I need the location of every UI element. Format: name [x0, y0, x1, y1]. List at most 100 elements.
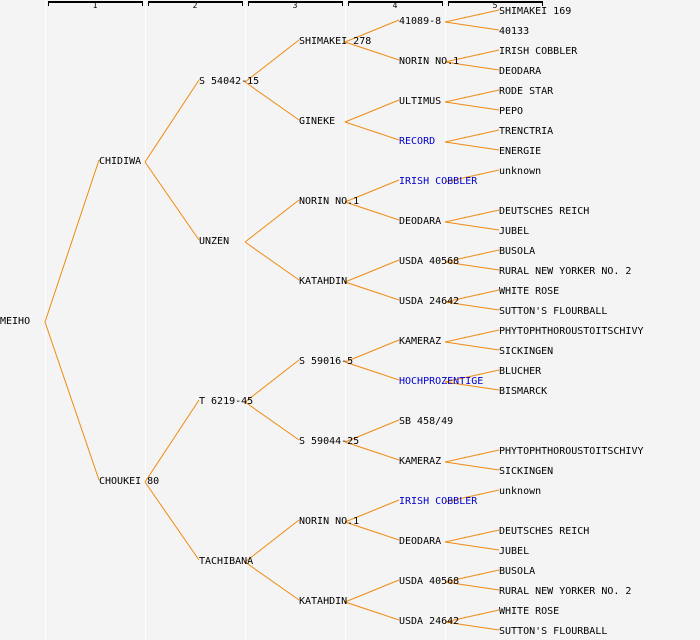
- pedigree-edge: [344, 179, 400, 203]
- pedigree-edge: [444, 489, 500, 503]
- pedigree-node: KATAHDIN: [299, 276, 348, 287]
- pedigree-node: unknown: [499, 486, 542, 497]
- pedigree-edge: [44, 321, 100, 481]
- pedigree-node: GINEKE: [299, 116, 336, 127]
- column-separator: [245, 0, 246, 640]
- pedigree-node: SUTTON'S FLOURBALL: [499, 626, 608, 637]
- pedigree-node: MEIHO: [0, 316, 31, 327]
- pedigree-edge: [344, 361, 400, 381]
- pedigree-node: NORIN NO.1: [399, 56, 460, 67]
- generation-header-bracket: [48, 1, 143, 6]
- pedigree-node: DEUTSCHES REICH: [499, 206, 590, 217]
- pedigree-node: RURAL NEW YORKER NO. 2: [499, 266, 632, 277]
- pedigree-node: S 54042-15: [199, 76, 260, 87]
- pedigree-edge: [444, 61, 500, 71]
- pedigree-node: S 59016-5: [299, 356, 354, 367]
- pedigree-node: DEUTSCHES REICH: [499, 526, 590, 537]
- pedigree-node: ENERGIE: [499, 146, 542, 157]
- pedigree-edge: [444, 9, 500, 23]
- pedigree-node-link[interactable]: HOCHPROZENTIGE: [399, 376, 484, 387]
- pedigree-edge: [344, 19, 400, 43]
- pedigree-edge: [344, 201, 400, 221]
- pedigree-edge: [344, 579, 400, 603]
- generation-header-bracket: [348, 1, 443, 6]
- pedigree-edge: [444, 569, 500, 583]
- pedigree-edge: [444, 21, 500, 31]
- pedigree-edge: [444, 221, 500, 231]
- pedigree-edge: [344, 41, 400, 61]
- pedigree-node: PHYTOPHTHOROUSTOITSCHIVY: [499, 326, 644, 337]
- pedigree-node: SB 458/49: [399, 416, 454, 427]
- pedigree-edge: [44, 159, 100, 323]
- pedigree-node: SICKINGEN: [499, 346, 554, 357]
- pedigree-node: UNZEN: [199, 236, 230, 247]
- pedigree-node: JUBEL: [499, 226, 530, 237]
- pedigree-node: RODE STAR: [499, 86, 554, 97]
- pedigree-node: PHYTOPHTHOROUSTOITSCHIVY: [499, 446, 644, 457]
- generation-header-label: 5: [492, 1, 498, 10]
- pedigree-edge: [344, 99, 400, 123]
- pedigree-node: BLUCHER: [499, 366, 542, 377]
- pedigree-edge: [444, 249, 500, 263]
- pedigree-edge: [444, 369, 500, 383]
- generation-header-label: 2: [192, 1, 198, 10]
- pedigree-node: BISMARCK: [499, 386, 548, 397]
- pedigree-edge: [444, 169, 500, 183]
- pedigree-edge: [244, 401, 300, 441]
- pedigree-node: CHIDIWA: [99, 156, 142, 167]
- pedigree-edge: [344, 441, 400, 461]
- pedigree-edge: [344, 281, 400, 301]
- pedigree-node-link[interactable]: IRISH COBBLER: [399, 496, 478, 507]
- pedigree-node: BUSOLA: [499, 246, 536, 257]
- pedigree-node: IRISH COBBLER: [499, 46, 578, 57]
- pedigree-node-link[interactable]: RECORD: [399, 136, 436, 147]
- pedigree-node: NORIN NO.1: [299, 516, 360, 527]
- pedigree-edge: [444, 541, 500, 551]
- pedigree-edge: [244, 519, 300, 563]
- generation-header-label: 4: [392, 1, 398, 10]
- pedigree-node: DEODARA: [399, 216, 442, 227]
- generation-header-bracket: [248, 1, 343, 6]
- pedigree-node: USDA 24642: [399, 616, 460, 627]
- pedigree-node: USDA 40568: [399, 576, 460, 587]
- pedigree-edge: [344, 601, 400, 621]
- pedigree-edge: [344, 259, 400, 283]
- pedigree-node: CHOUKEI 80: [99, 476, 160, 487]
- column-separator: [145, 0, 146, 640]
- pedigree-edge: [444, 261, 500, 271]
- pedigree-edge: [444, 89, 500, 103]
- pedigree-edge: [444, 129, 500, 143]
- pedigree-node: KATAHDIN: [299, 596, 348, 607]
- pedigree-edge: [144, 161, 200, 241]
- pedigree-node: TRENCTRIA: [499, 126, 554, 137]
- pedigree-edge: [444, 141, 500, 151]
- pedigree-node: WHITE ROSE: [499, 286, 560, 297]
- pedigree-edge: [444, 301, 500, 311]
- pedigree-edge: [444, 101, 500, 111]
- pedigree-edge: [444, 609, 500, 623]
- pedigree-node: ULTIMUS: [399, 96, 442, 107]
- pedigree-edge: [444, 49, 500, 63]
- pedigree-node: T 6219-45: [199, 396, 254, 407]
- pedigree-edge: [444, 209, 500, 223]
- pedigree-edge: [344, 419, 400, 443]
- pedigree-node: USDA 40568: [399, 256, 460, 267]
- pedigree-node-link[interactable]: IRISH COBBLER: [399, 176, 478, 187]
- pedigree-node: DEODARA: [499, 66, 542, 77]
- pedigree-node: SUTTON'S FLOURBALL: [499, 306, 608, 317]
- pedigree-edge: [244, 561, 300, 601]
- pedigree-node: RURAL NEW YORKER NO. 2: [499, 586, 632, 597]
- pedigree-node: TACHIBANA: [199, 556, 254, 567]
- pedigree-edge: [444, 341, 500, 351]
- pedigree-node: unknown: [499, 166, 542, 177]
- pedigree-edge: [144, 481, 200, 561]
- generation-header-bracket: [148, 1, 243, 6]
- pedigree-node: S 59044-25: [299, 436, 360, 447]
- pedigree-edge: [244, 199, 300, 243]
- pedigree-edge: [344, 339, 400, 363]
- pedigree-node: BUSOLA: [499, 566, 536, 577]
- pedigree-edge: [244, 241, 300, 281]
- pedigree-edge: [144, 79, 200, 163]
- pedigree-node: SHIMAKEI 278: [299, 36, 372, 47]
